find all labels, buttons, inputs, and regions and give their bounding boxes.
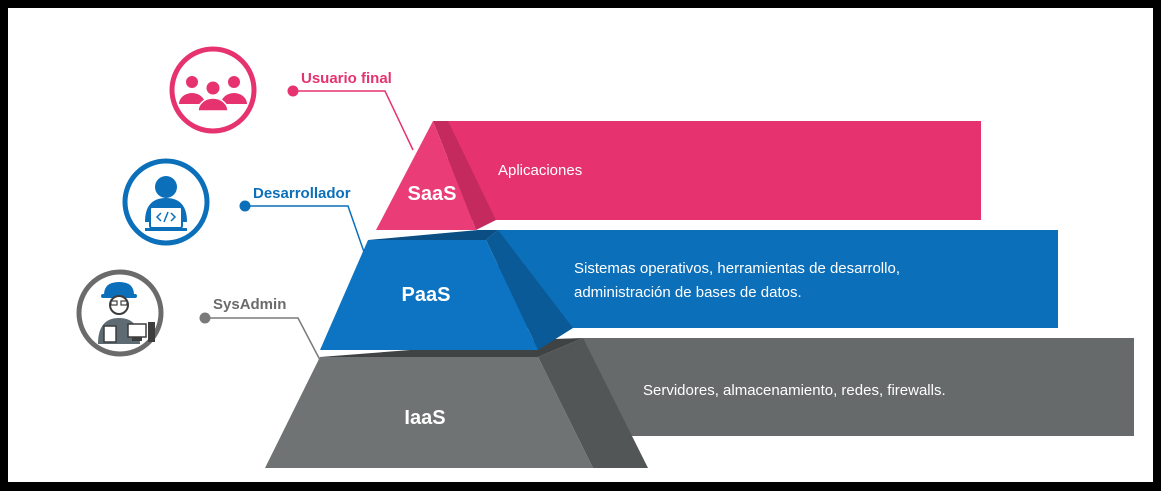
users-group-icon (169, 46, 257, 134)
saas-band (448, 121, 981, 220)
developer-dot (239, 200, 251, 212)
end-user-label: Usuario final (301, 70, 392, 87)
paas-tier-name: PaaS (402, 284, 451, 306)
paas-pyramid-shade (486, 230, 573, 350)
iaas-description: Servidores, almacenamiento, redes, firew… (643, 382, 946, 399)
engineer-computer-icon (76, 269, 164, 357)
developer-label: Desarrollador (253, 185, 351, 202)
paas-description-line2: administración de bases de datos. (574, 284, 802, 301)
paas-band (498, 230, 1058, 328)
saas-pyramid-front (376, 121, 476, 230)
iaas-layer: IaaS Servidores, almacenamiento, redes, … (265, 338, 1134, 468)
cloud-service-pyramid: IaaS Servidores, almacenamiento, redes, … (76, 46, 1134, 468)
sysadmin-dot (199, 312, 211, 324)
developer-connector (245, 205, 365, 253)
iaas-band (583, 338, 1134, 436)
paas-pyramid-top (368, 230, 498, 240)
paas-layer: PaaS Sistemas operativos, herramientas d… (320, 230, 1058, 350)
iaas-pyramid-front (265, 357, 593, 468)
connector-lines (199, 85, 414, 361)
end-user-connector (293, 90, 414, 151)
iaas-tier-name: IaaS (404, 407, 445, 429)
saas-pyramid-shade (433, 121, 496, 230)
saas-description: Aplicaciones (498, 162, 582, 179)
saas-tier-name: SaaS (408, 183, 457, 205)
developer-laptop-icon (122, 158, 210, 246)
iaas-pyramid-shade (538, 338, 648, 468)
paas-pyramid-front (320, 240, 538, 350)
saas-layer: SaaS Aplicaciones (376, 121, 981, 230)
sysadmin-connector (205, 317, 321, 361)
sysadmin-label: SysAdmin (213, 296, 286, 313)
paas-description-line1: Sistemas operativos, herramientas de des… (574, 260, 900, 277)
end-user-dot (287, 85, 299, 97)
